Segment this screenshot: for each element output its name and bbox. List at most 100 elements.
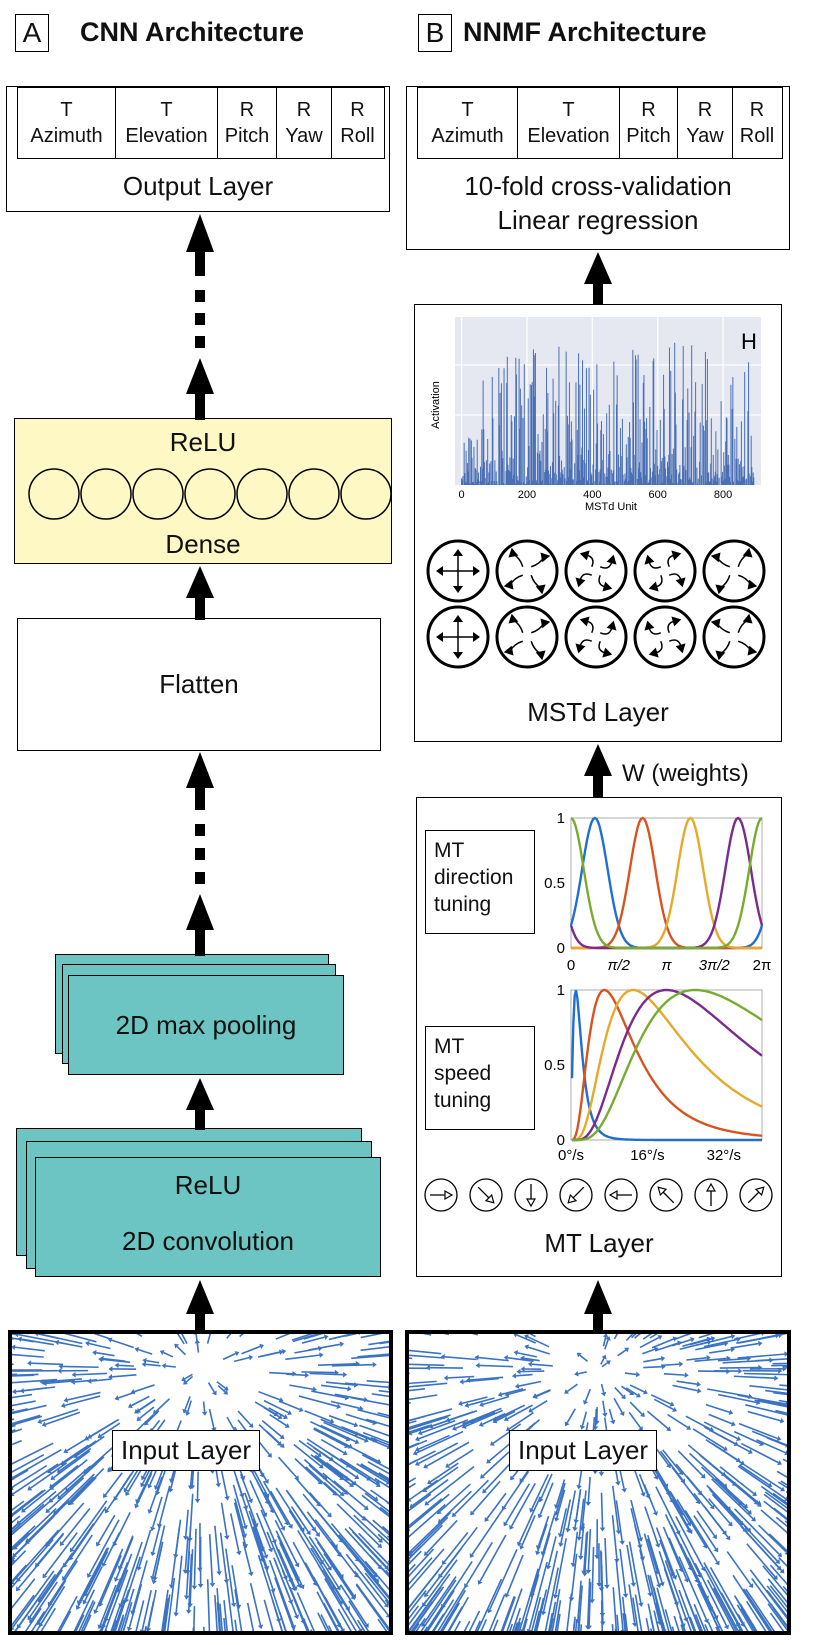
flow-vector [73, 1589, 96, 1631]
neuron [28, 468, 80, 520]
flow-vector [409, 1363, 445, 1367]
flow-vector [325, 1461, 357, 1486]
flow-vector [12, 1369, 43, 1371]
flow-vector [293, 1599, 309, 1631]
flow-vector [717, 1355, 752, 1362]
flow-vector [409, 1493, 450, 1529]
flow-vector [12, 1344, 45, 1352]
flow-vector [706, 1579, 736, 1631]
flow-vector [527, 1361, 553, 1368]
flow-vector [578, 1523, 585, 1560]
flow-vector [554, 1489, 566, 1522]
panel-a-title: CNN Architecture [80, 17, 305, 47]
flow-vector [599, 1492, 606, 1532]
flow-vector [415, 1442, 459, 1466]
flow-vector [222, 1351, 240, 1361]
flow-vector [144, 1625, 147, 1631]
flow-vector [208, 1408, 217, 1432]
flow-vector [732, 1574, 771, 1631]
arrow-up-icon [186, 1280, 214, 1314]
flow-vector [775, 1516, 787, 1528]
flow-vector [424, 1466, 475, 1506]
flow-vector [85, 1340, 111, 1350]
flow-vector [712, 1443, 741, 1463]
flow-vector [320, 1438, 348, 1456]
flow-vector [113, 1470, 135, 1501]
flow-vector [185, 1400, 192, 1416]
flow-vector [237, 1410, 254, 1428]
x-tick-label: 0 [567, 957, 575, 974]
flow-vector [572, 1489, 582, 1532]
flow-vector [234, 1589, 243, 1631]
flow-vector [368, 1340, 389, 1346]
flow-vector [528, 1399, 548, 1413]
flow-vector [458, 1396, 488, 1407]
flow-vector [409, 1563, 416, 1573]
flow-vector [611, 1515, 620, 1563]
mt-direction-icon [694, 1178, 728, 1212]
flow-vector [551, 1589, 561, 1631]
flow-vector [743, 1372, 787, 1376]
flow-vector [12, 1374, 34, 1377]
flow-vector [328, 1414, 359, 1428]
flow-vector [608, 1408, 616, 1425]
flow-vector [39, 1378, 82, 1385]
flow-vector [628, 1541, 644, 1607]
flow-vector [12, 1408, 28, 1414]
flow-vector [255, 1512, 274, 1553]
x-tick-label: 600 [649, 489, 667, 501]
flow-vector [557, 1508, 568, 1538]
flow-vector [574, 1620, 578, 1631]
flow-vector [649, 1334, 659, 1339]
neuron [340, 468, 392, 520]
mstd-flow-template-icon [564, 605, 628, 669]
flow-vector [639, 1335, 663, 1349]
flow-vector [745, 1600, 767, 1631]
flow-vector [232, 1484, 248, 1530]
flow-vector [409, 1459, 418, 1465]
flow-vector [136, 1406, 155, 1421]
flow-vector [772, 1362, 787, 1365]
flow-vector [409, 1548, 445, 1591]
regression-line2: Linear regression [497, 205, 699, 235]
flow-vector [615, 1560, 626, 1631]
mstd-flow-template-icon [426, 539, 490, 603]
flow-vector [766, 1589, 787, 1618]
flow-vector [263, 1599, 274, 1631]
y-tick-label: 0.5 [544, 1057, 565, 1074]
flow-vector [566, 1593, 573, 1631]
flow-vector [325, 1381, 359, 1388]
flow-vector [628, 1584, 638, 1627]
flow-vector [410, 1601, 433, 1631]
flow-vector [427, 1462, 459, 1485]
flow-vector [337, 1608, 352, 1631]
flow-vector [298, 1439, 322, 1457]
flow-vector [409, 1503, 446, 1538]
h-label: H [741, 329, 757, 354]
flow-vector [130, 1560, 148, 1615]
flow-vector [333, 1480, 369, 1510]
flow-vector [511, 1373, 533, 1379]
flow-vector [415, 1434, 450, 1452]
flow-vector [624, 1613, 628, 1631]
flow-vector [584, 1578, 591, 1630]
flow-vector [409, 1416, 443, 1429]
flow-vector [295, 1478, 321, 1507]
regression-line1: 10-fold cross-validation [464, 171, 732, 201]
flow-vector [758, 1524, 787, 1555]
flow-vector [150, 1523, 162, 1557]
flow-vector [12, 1532, 31, 1551]
speed-tuning-curve [572, 988, 763, 1142]
flow-vector [97, 1422, 121, 1439]
flow-vector [12, 1428, 23, 1434]
flow-vector [709, 1610, 721, 1631]
flow-vector [108, 1366, 137, 1372]
flow-vector [540, 1550, 559, 1616]
flow-vector [515, 1617, 522, 1631]
flow-vector [506, 1588, 523, 1631]
flow-vector [260, 1509, 277, 1544]
flow-vector [87, 1418, 120, 1439]
x-tick-label: 3π/2 [699, 957, 731, 974]
flow-vector [409, 1573, 451, 1631]
flow-vector [409, 1349, 442, 1355]
